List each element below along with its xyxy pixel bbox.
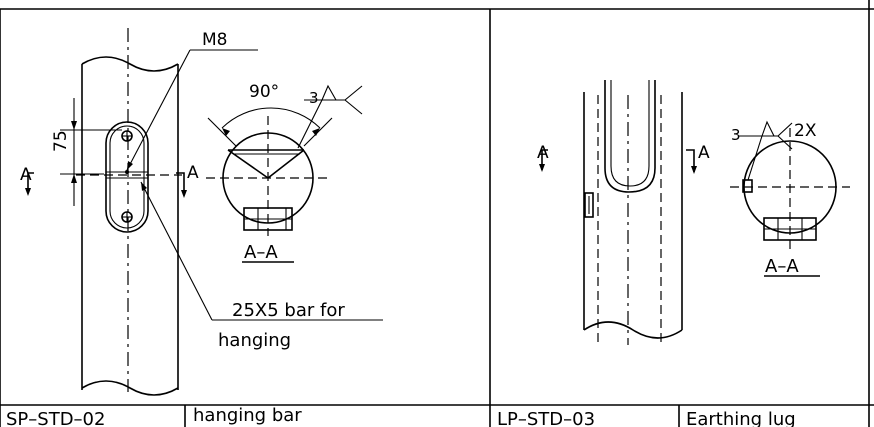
dimension-75-label: 75: [51, 130, 71, 152]
angle-label: 90°: [249, 82, 279, 102]
section-title-left: A–A: [244, 242, 278, 263]
hanging-bar-elevation: [25, 28, 383, 396]
drawing-code-right: LP–STD–03: [497, 409, 595, 427]
section-marker-left: A: [20, 165, 32, 185]
earthing-lug-elevation: [539, 80, 697, 345]
weld-size-right: 3: [731, 126, 741, 144]
weld-size-left: 3: [309, 89, 319, 107]
bar-note-line2: hanging: [218, 330, 291, 351]
hanging-bar-section: [206, 84, 363, 263]
weld-count-label: 2X: [794, 121, 817, 141]
section-marker-right-2: A: [698, 143, 710, 163]
section-marker-right: A: [187, 163, 199, 183]
earthing-lug-section: [730, 120, 850, 277]
thread-size-label: M8: [202, 30, 227, 50]
section-title-right: A–A: [765, 256, 799, 277]
drawing-title-left: hanging bar: [193, 405, 302, 426]
bar-note-line1: 25X5 bar for: [232, 300, 345, 321]
drawing-title-right: Earthing lug: [686, 409, 796, 427]
section-marker-left-2: A: [537, 143, 549, 163]
drawing-code-left: SP–STD–02: [6, 409, 105, 427]
